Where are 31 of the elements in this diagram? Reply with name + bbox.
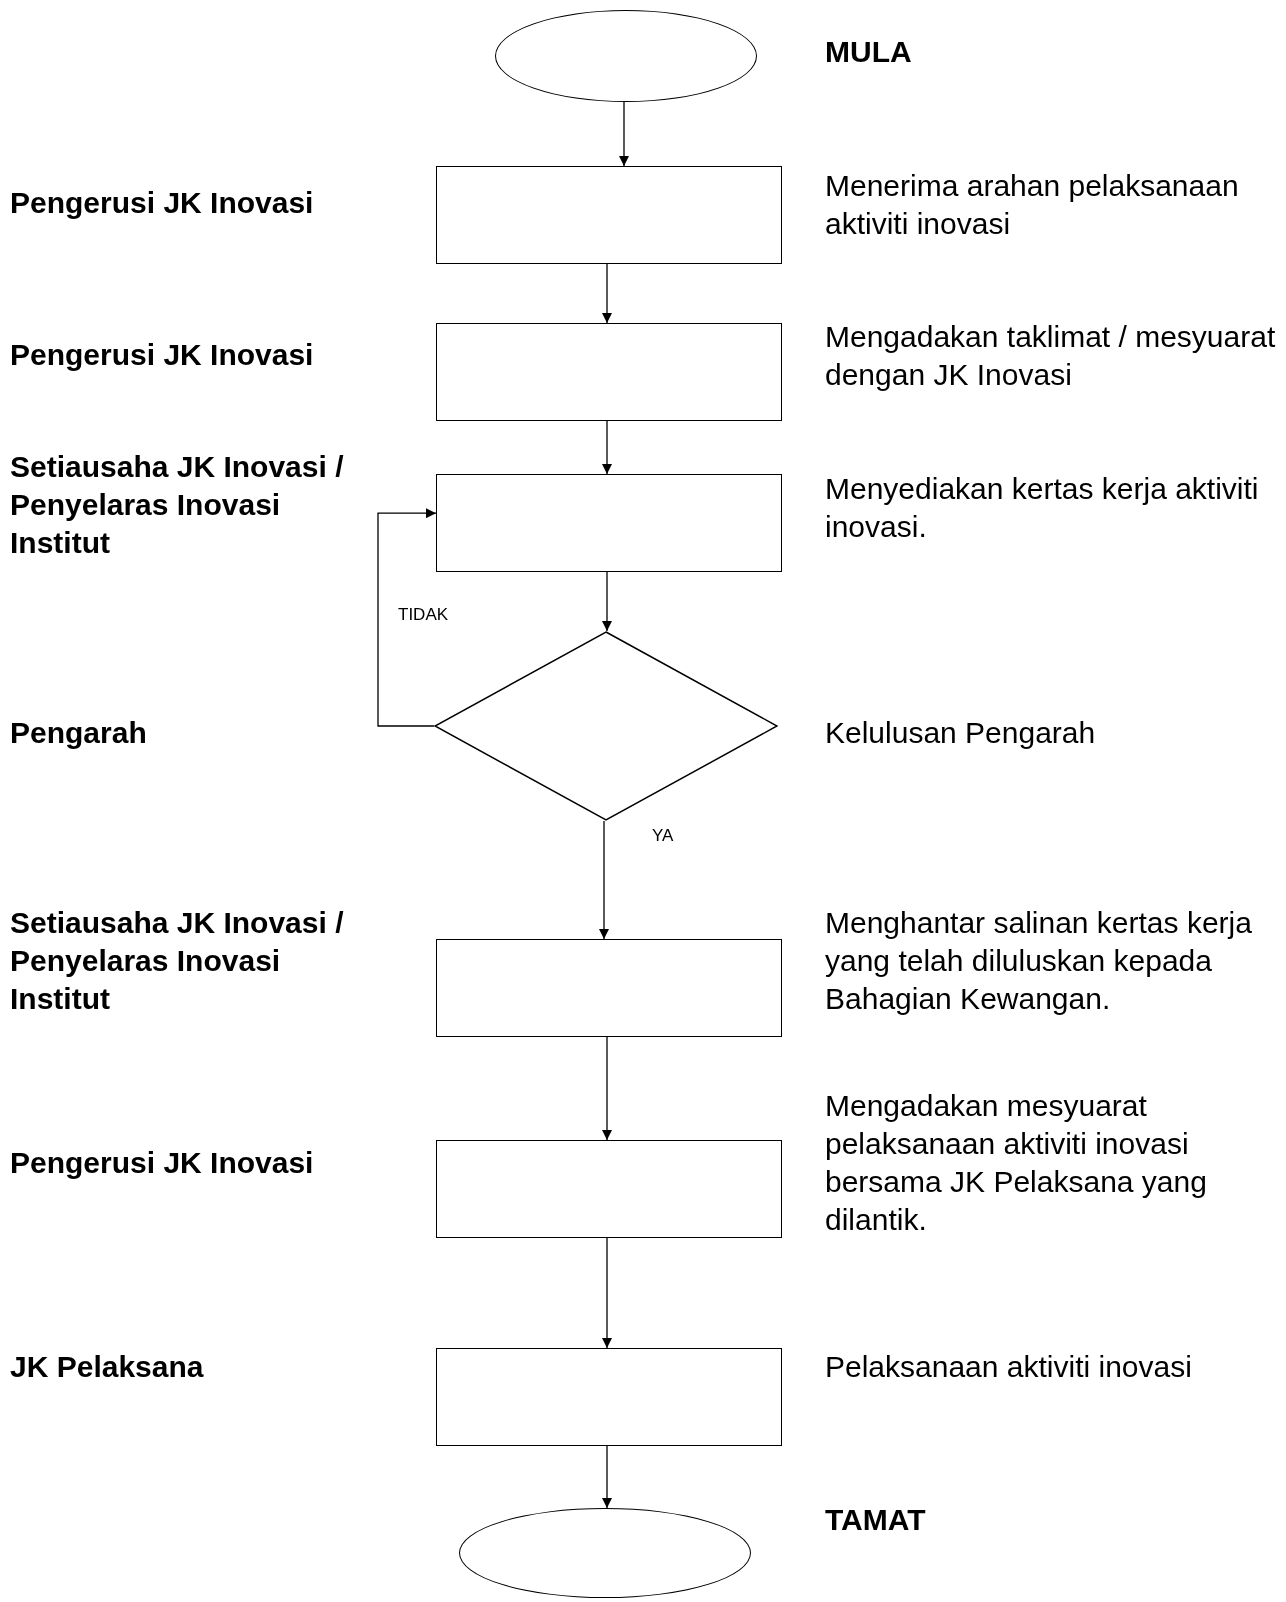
arrow bbox=[599, 820, 609, 940]
arrow bbox=[602, 420, 612, 475]
role-label: JK Pelaksana bbox=[10, 1348, 205, 1385]
role-label: Setiausaha JK Inovasi / Penyelaras Inovasi Institut bbox=[10, 448, 345, 562]
arrow bbox=[619, 101, 629, 167]
process-box bbox=[436, 166, 782, 264]
arrow bbox=[377, 508, 437, 727]
role-label: Pengarah bbox=[10, 714, 148, 751]
arrow bbox=[602, 1237, 612, 1349]
process-box bbox=[436, 474, 782, 572]
arrow bbox=[602, 263, 612, 324]
step-description: Menghantar salinan kertas kerja yang telah diluluskan kepada Bahagian Kewangan. bbox=[825, 904, 1253, 1018]
role-label: Setiausaha JK Inovasi / Penyelaras Inovasi Institut bbox=[10, 904, 345, 1018]
process-box bbox=[436, 939, 782, 1037]
arrow bbox=[602, 1445, 612, 1509]
terminal-label: MULA bbox=[825, 33, 913, 70]
role-label: Pengerusi JK Inovasi bbox=[10, 184, 315, 221]
arrow bbox=[602, 571, 612, 632]
step-description: Menerima arahan pelaksanaan aktiviti inovasi bbox=[825, 167, 1240, 242]
step-description: Menyediakan kertas kerja aktiviti inovasi. bbox=[825, 470, 1260, 545]
step-description: Kelulusan Pengarah bbox=[825, 714, 1097, 751]
arrow bbox=[602, 1036, 612, 1141]
step-description: Mengadakan taklimat / mesyuarat dengan JK Inovasi bbox=[825, 318, 1277, 393]
step-description: Mengadakan mesyuarat pelaksanaan aktiviti inovasi bersama JK Pelaksana yang dilantik. bbox=[825, 1087, 1208, 1239]
role-label: Pengerusi JK Inovasi bbox=[10, 1144, 315, 1181]
process-box bbox=[436, 323, 782, 421]
role-label: Pengerusi JK Inovasi bbox=[10, 336, 315, 373]
process-box bbox=[436, 1348, 782, 1446]
terminal-label: TAMAT bbox=[825, 1501, 927, 1538]
process-box bbox=[436, 1140, 782, 1238]
step-description: Pelaksanaan aktiviti inovasi bbox=[825, 1348, 1193, 1385]
